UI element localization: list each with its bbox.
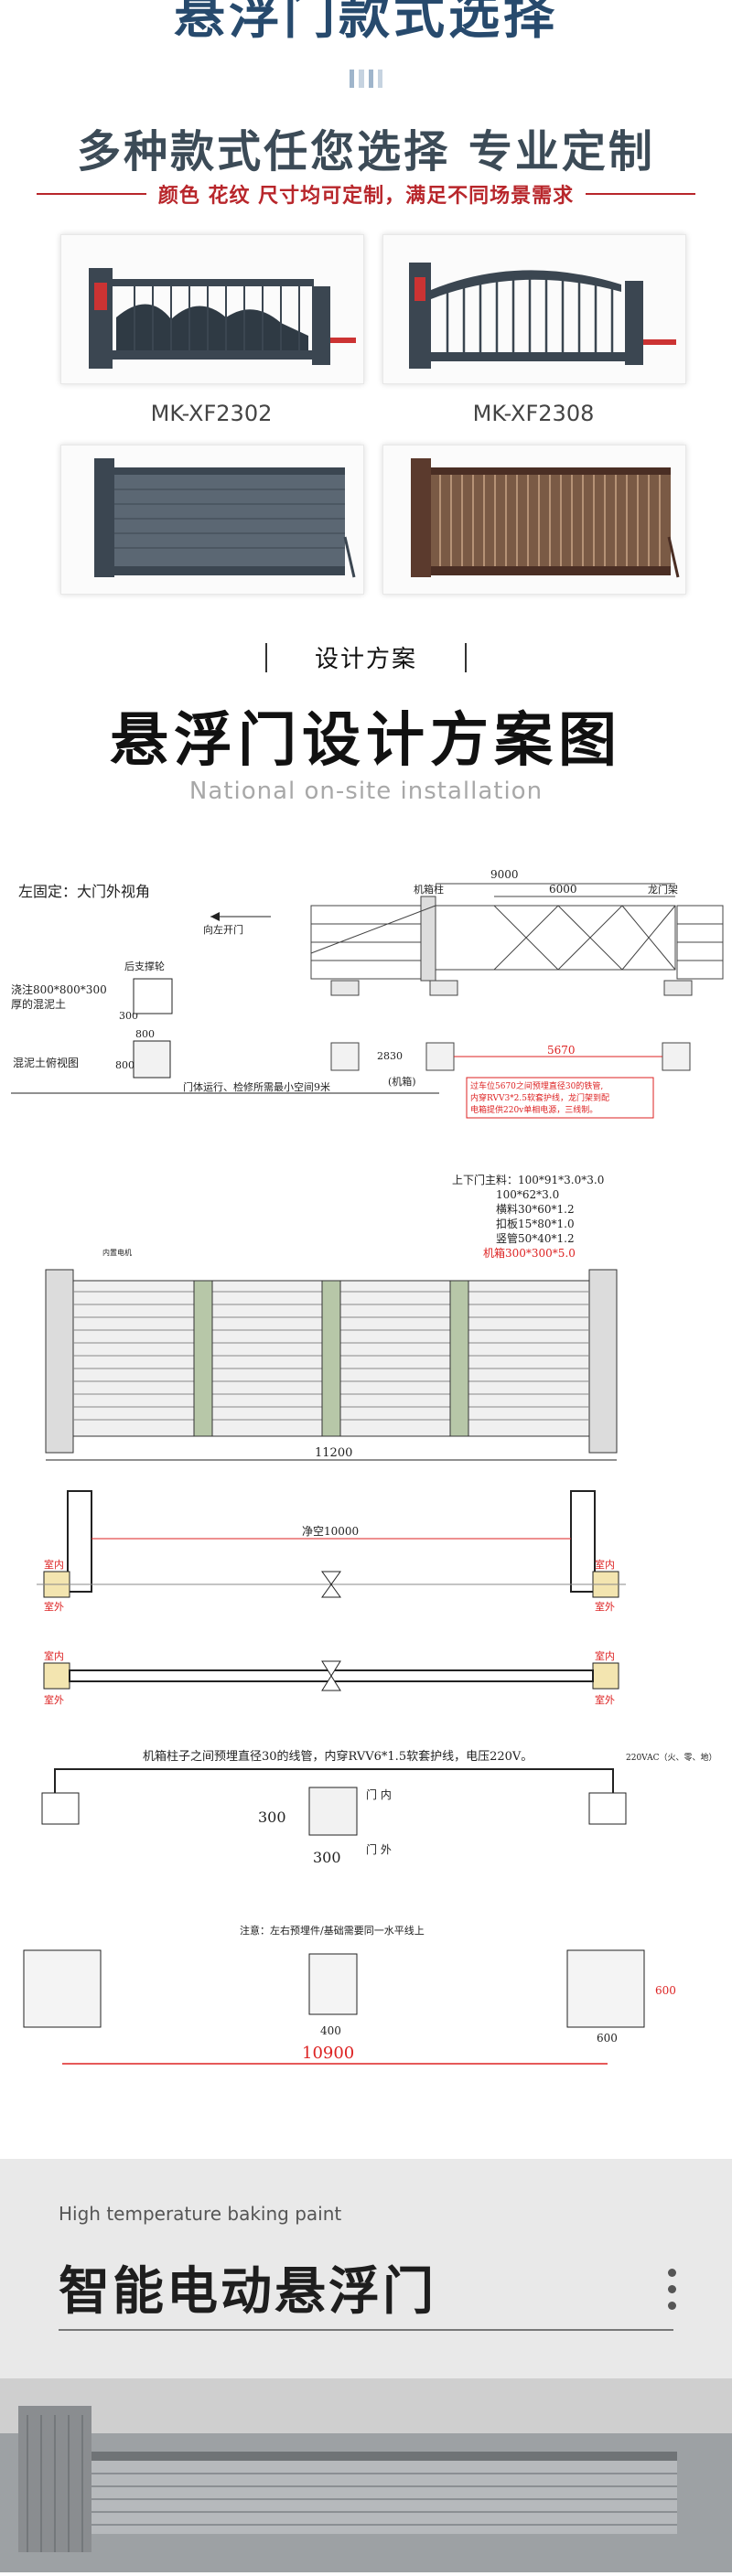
spec-4: 扣板15*80*1.0 xyxy=(496,1218,575,1230)
dim-300a: 300 xyxy=(258,1809,286,1826)
banner-background xyxy=(0,2159,732,2378)
more-dot-2 xyxy=(668,2285,676,2293)
section-title: 悬浮门款式选择 xyxy=(174,0,558,46)
divider-right xyxy=(586,193,695,195)
divider-bar-left xyxy=(265,643,267,672)
gate-image-1 xyxy=(89,268,356,369)
dim-300b: 300 xyxy=(313,1849,341,1866)
spec-3: 横料30*60*1.2 xyxy=(496,1203,575,1216)
design-title: 悬浮门设计方案图 xyxy=(110,707,622,775)
subtitle: 多种款式任您选择 专业定制 xyxy=(77,126,655,177)
section-label: 设计方案 xyxy=(314,646,417,673)
dim-400: 400 xyxy=(320,2024,341,2037)
indoor-label-3: 室内 xyxy=(44,1649,64,1662)
banner-divider xyxy=(59,2329,673,2331)
outdoor-label-4: 室外 xyxy=(595,1693,615,1706)
indoor-label-1: 室内 xyxy=(44,1558,64,1571)
spec-5: 竖管50*40*1.2 xyxy=(496,1231,575,1245)
dim-2830: 2830 xyxy=(377,1050,403,1062)
open-left-label: 向左开门 xyxy=(203,923,243,936)
door-inside-label: 门 内 xyxy=(366,1787,392,1801)
outdoor-label-3: 室外 xyxy=(44,1693,64,1706)
outdoor-label-1: 室外 xyxy=(44,1600,64,1613)
indoor-label-2: 室内 xyxy=(595,1558,615,1571)
indoor-label-4: 室内 xyxy=(595,1649,615,1662)
dim-600a: 600 xyxy=(655,1984,676,1997)
spec-2: 100*62*3.0 xyxy=(496,1188,559,1201)
product-card-3[interactable] xyxy=(60,445,364,595)
more-dot-1 xyxy=(668,2269,676,2277)
machine-box-label: (机箱) xyxy=(388,1075,416,1088)
tagline: 颜色 花纹 尺寸均可定制，满足不同场景需求 xyxy=(157,185,575,208)
decor-bars xyxy=(350,70,382,88)
spec-6: 机箱300*300*5.0 xyxy=(483,1246,576,1260)
dim-9000: 9000 xyxy=(490,868,519,881)
gate-image-3 xyxy=(94,458,356,578)
divider-bar-right xyxy=(465,643,467,672)
divider-left xyxy=(37,193,146,195)
space-note: 门体运行、检修所需最小空间9米 xyxy=(183,1080,330,1093)
gate-spec-drawing: 上下门主料：100*91*3.0*3.0 100*62*3.0 横料30*60*… xyxy=(0,1162,732,2122)
product-card-4[interactable] xyxy=(382,445,686,595)
red-note-2: 内穿RVV3*2.5软套护线，龙门架到配 xyxy=(470,1092,609,1103)
dim-800b: 800 xyxy=(115,1059,135,1071)
dim-6000: 6000 xyxy=(549,883,577,896)
more-dot-3 xyxy=(668,2302,676,2310)
product-card-2[interactable] xyxy=(382,234,686,384)
dim-600b: 600 xyxy=(597,2032,618,2045)
dim-10900: 10900 xyxy=(302,2044,354,2063)
left-fixed-label: 左固定：大门外视角 xyxy=(18,883,150,900)
gate-image-4 xyxy=(411,458,680,578)
red-note-3: 电箱提供220v单相电源，三线制。 xyxy=(470,1104,597,1115)
product-card-1[interactable] xyxy=(60,234,364,384)
banner-subtitle: High temperature baking paint xyxy=(59,2203,342,2225)
machine-post-label: 机箱柱 xyxy=(414,883,444,896)
product-label-1: MK-XF2302 xyxy=(150,401,273,426)
dim-5670: 5670 xyxy=(547,1044,576,1057)
outdoor-label-2: 室外 xyxy=(595,1600,615,1613)
product-label-2: MK-XF2308 xyxy=(472,401,595,426)
design-subtitle: National on-site installation xyxy=(188,778,544,805)
dim-800: 800 xyxy=(135,1028,155,1040)
concrete-label: 浇注800*800*300 xyxy=(11,982,107,996)
foundation-note: 注意：左右预埋件/基础需要同一水平线上 xyxy=(240,1924,425,1937)
motor-label: 内置电机 xyxy=(102,1248,132,1257)
site-plan-drawing: 左固定：大门外视角 向左开门 后支撑轮 浇注800*800*300 厚的混泥土 … xyxy=(0,851,732,1125)
pipe-note: 机箱柱子之间预埋直径30的线管，内穿RVV6*1.5软套护线，电压220V。 xyxy=(143,1749,533,1764)
concrete-label-2: 厚的混泥土 xyxy=(11,997,66,1011)
spec-1: 上下门主料：100*91*3.0*3.0 xyxy=(452,1173,604,1186)
plan-view-label: 混泥土俯视图 xyxy=(13,1056,79,1069)
dragon-head-label: 龙门架 xyxy=(648,883,678,896)
gate-photo xyxy=(0,2378,732,2572)
banner-title: 智能电动悬浮门 xyxy=(59,2262,436,2322)
power-label: 220VAC（火、零、地） xyxy=(626,1752,716,1763)
gate-image-2 xyxy=(409,263,676,369)
dim-clear: 净空10000 xyxy=(302,1525,359,1538)
dim-11200: 11200 xyxy=(315,1446,352,1460)
gate-photo-image xyxy=(0,2378,732,2572)
door-outside-label: 门 外 xyxy=(366,1842,392,1856)
red-note-1: 过车位5670之间预埋直径30的铁管, xyxy=(470,1080,603,1091)
rear-wheel-label: 后支撑轮 xyxy=(124,960,165,972)
